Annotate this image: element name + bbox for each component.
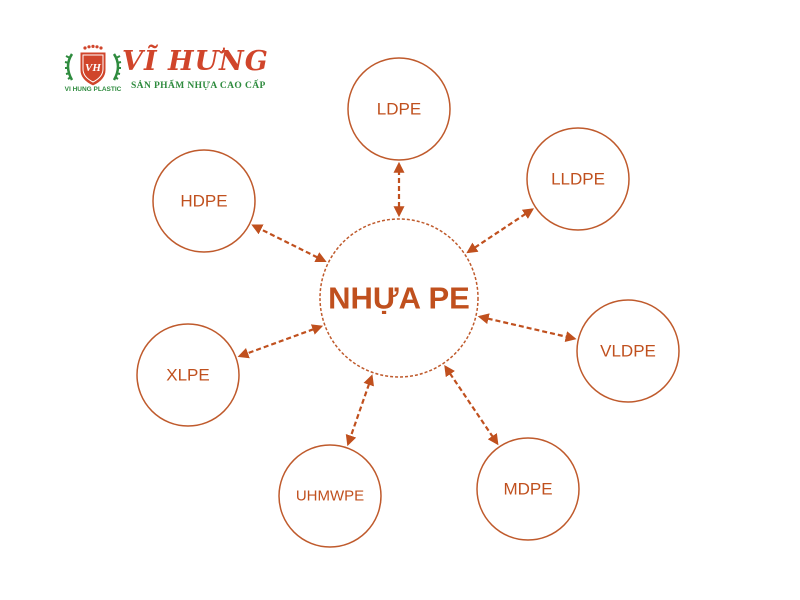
brand-emblem-icon: VH (64, 44, 122, 87)
node-circle (347, 57, 451, 161)
connector-arrow-lldpe (466, 208, 535, 254)
node-label: XLPE (166, 366, 209, 385)
node-circle (136, 323, 240, 427)
connector-arrow-vldpe (477, 313, 577, 342)
node-circle (152, 149, 256, 253)
connector-arrow-mdpe (444, 364, 499, 446)
node-vldpe: VLDPE (576, 299, 680, 403)
node-label: HDPE (180, 192, 227, 211)
node-circle (526, 127, 630, 231)
node-ldpe: LDPE (347, 57, 451, 161)
node-circle (476, 437, 580, 541)
node-hdpe: HDPE (152, 149, 256, 253)
satellite-nodes: LDPE LLDPE VLDPE MDPE UHMWPE XLPE HDPE (136, 57, 680, 548)
node-circle (576, 299, 680, 403)
brand-name: VĨ HƯNG (122, 46, 269, 77)
brand-caption: VI HUNG PLASTIC (64, 86, 122, 93)
connector-arrow-xlpe (237, 324, 324, 359)
node-label: LDPE (377, 100, 421, 119)
node-label: LLDPE (551, 170, 605, 189)
center-circle (319, 218, 479, 378)
brand-tagline: SẢN PHẨM NHỰA CAO CẤP (131, 81, 266, 91)
node-xlpe: XLPE (136, 323, 240, 427)
brand-logo: VH VI HUNG PLASTIC VĨ HƯNG SẢN PHẨM NHỰA… (58, 44, 298, 104)
node-mdpe: MDPE (476, 437, 580, 541)
connector-arrow-uhmwpe (345, 374, 374, 447)
node-label: UHMWPE (296, 488, 364, 505)
center-label: NHỰA PE (328, 281, 470, 316)
connector-arrow-hdpe (251, 224, 327, 263)
emblem-initials: VH (85, 62, 101, 74)
node-lldpe: LLDPE (526, 127, 630, 231)
node-uhmwpe: UHMWPE (278, 444, 382, 548)
node-circle (278, 444, 382, 548)
node-label: VLDPE (600, 342, 656, 361)
connectors (237, 161, 577, 447)
center-node: NHỰA PE (319, 218, 479, 378)
node-label: MDPE (503, 480, 552, 499)
